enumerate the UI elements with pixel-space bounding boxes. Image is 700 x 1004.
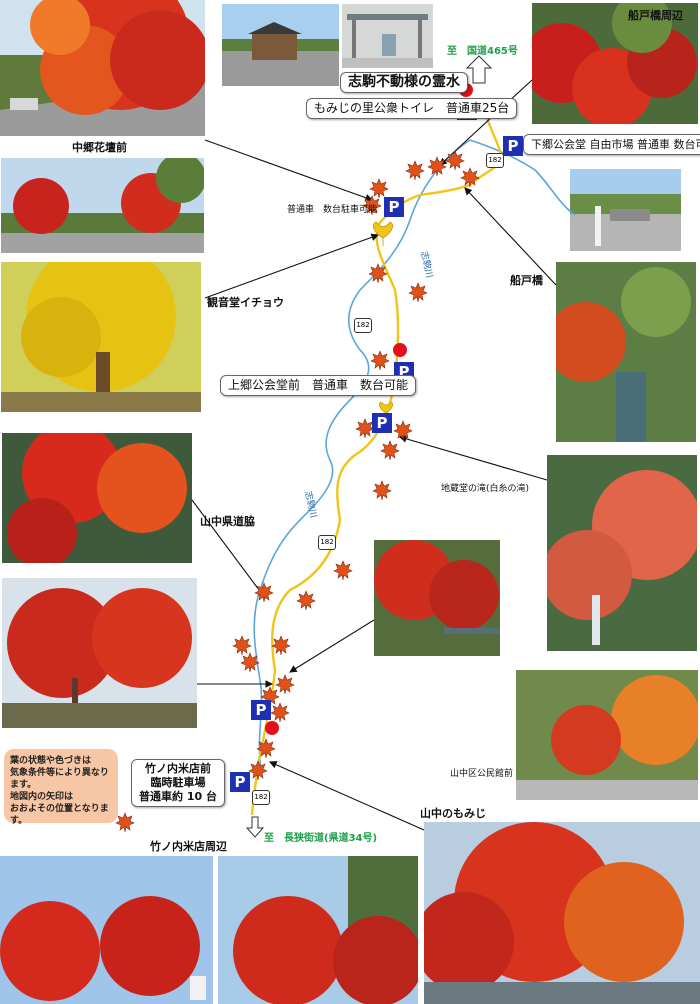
label-takenouchi-shuuhen: 竹ノ内米店周辺 [150, 840, 227, 853]
route-shield-icon: 182 [354, 318, 372, 333]
label-funatobashi: 船戸橋 [510, 274, 543, 287]
parking-sign-icon: P [230, 772, 250, 792]
label-yamanaka-momiji: 山中のもみじ [420, 807, 486, 820]
down-arrow-icon [245, 816, 265, 838]
photo-yamanaka-roadside [2, 433, 192, 563]
photo-yamanaka-maple [424, 822, 700, 1004]
label-yamanaka-kendou: 山中県道脇 [200, 515, 255, 528]
maple-leaf-icon [248, 760, 268, 781]
photo-spring-water [342, 4, 433, 68]
note-line-2: 気象条件等により異なります。 [10, 768, 109, 790]
takenouchi-line-1: 竹ノ内米店前 [144, 762, 211, 775]
maple-leaf-icon [256, 738, 276, 759]
photo-community-hall [516, 670, 698, 800]
box-fudou-reisui: 志駒不動様の霊水 [340, 72, 468, 93]
box-takenouchi-parking: 竹ノ内米店前 臨時駐車場 普通車約 10 台 [131, 759, 225, 807]
maple-leaf-icon [408, 282, 428, 303]
label-river-1: 志駒川 [418, 250, 434, 279]
maple-leaf-icon [368, 263, 388, 284]
box-kamigou: 上郷公会堂前 普通車 数台可能 [220, 375, 417, 396]
road-line [250, 111, 504, 816]
route-shield-icon: 182 [318, 535, 336, 550]
ginkgo-leaf-icon [372, 221, 394, 246]
parking-sign-icon: P [384, 197, 404, 217]
label-jizoudou-taki: 地蔵堂の滝(白糸の滝) [441, 484, 530, 494]
photo-jizoudou-falls [547, 455, 697, 651]
photo-takenouchi-2 [218, 856, 418, 1004]
note-disclaimer: 葉の状態や色づきは 気象条件等により異なります。 地図内の矢印は おおよその位置… [4, 749, 118, 826]
photo-nakagou-road [0, 0, 205, 136]
note-line-3: 地図内の矢印は [10, 792, 74, 802]
parking-sign-icon: P [503, 136, 523, 156]
up-arrow-icon [465, 55, 493, 84]
maple-leaf-icon [333, 560, 353, 581]
maple-leaf-icon [240, 652, 260, 673]
photo-maple-grove [2, 578, 197, 728]
photo-shimogou [570, 169, 681, 251]
parking-sign-icon: P [251, 700, 271, 720]
label-to-nagasa: 至 長狭街道(県道34号) [264, 833, 378, 844]
maple-leaf-icon [271, 635, 291, 656]
photo-funatobashi-area [532, 3, 698, 124]
maple-leaf-icon [405, 160, 425, 181]
photo-funatobashi [556, 262, 696, 442]
label-yamanaka-kouminkan: 山中区公民館前 [450, 769, 514, 779]
photo-toilet [222, 4, 339, 86]
label-futsuusha-suudai: 普通車 数台駐車可能 [287, 205, 378, 215]
maple-leaf-icon [460, 167, 480, 188]
note-line-1: 葉の状態や色づきは [10, 756, 92, 766]
photo-takenouchi-1 [0, 856, 213, 1004]
box-momiji-toilet: もみじの里公衆トイレ 普通車25台 [306, 98, 518, 119]
maple-leaf-icon [232, 635, 252, 656]
maple-leaf-icon [270, 702, 290, 723]
label-to-route465: 至 国道465号 [447, 46, 518, 57]
box-shimogou: 下郷公会堂 自由市場 普通車 数台可能 [523, 134, 700, 155]
point-marker [265, 721, 279, 735]
parking-sign-icon: P [372, 413, 392, 433]
route-shield-icon: 182 [486, 153, 504, 168]
label-river-2: 志駒川 [302, 490, 318, 519]
photo-nakagou-flowerbed [1, 158, 204, 253]
takenouchi-line-2: 臨時駐車場 [150, 776, 206, 789]
note-line-4: おおよその位置となります。 [10, 804, 109, 826]
label-nakagou-kadan: 中郷花壇前 [72, 141, 127, 154]
maple-leaf-icon [369, 178, 389, 199]
maple-leaf-icon [427, 156, 447, 177]
maple-leaf-icon [296, 590, 316, 611]
maple-leaf-icon [380, 440, 400, 461]
label-funatobashi-shuuhen: 船戸橋周辺 [628, 9, 683, 22]
photo-bridge-maples [374, 540, 500, 656]
maple-leaf-icon [254, 582, 274, 603]
point-marker [393, 343, 407, 357]
maple-leaf-icon [445, 150, 465, 171]
maple-leaf-icon [393, 420, 413, 441]
route-shield-icon: 182 [252, 790, 270, 805]
takenouchi-line-3: 普通車約 10 台 [139, 790, 217, 803]
label-kannondou-ichou: 観音堂イチョウ [207, 296, 284, 309]
photo-ginkgo [1, 262, 201, 412]
maple-leaf-icon [275, 674, 295, 695]
maple-leaf-icon [370, 350, 390, 371]
maple-leaf-icon [115, 812, 135, 833]
maple-leaf-icon [372, 480, 392, 501]
